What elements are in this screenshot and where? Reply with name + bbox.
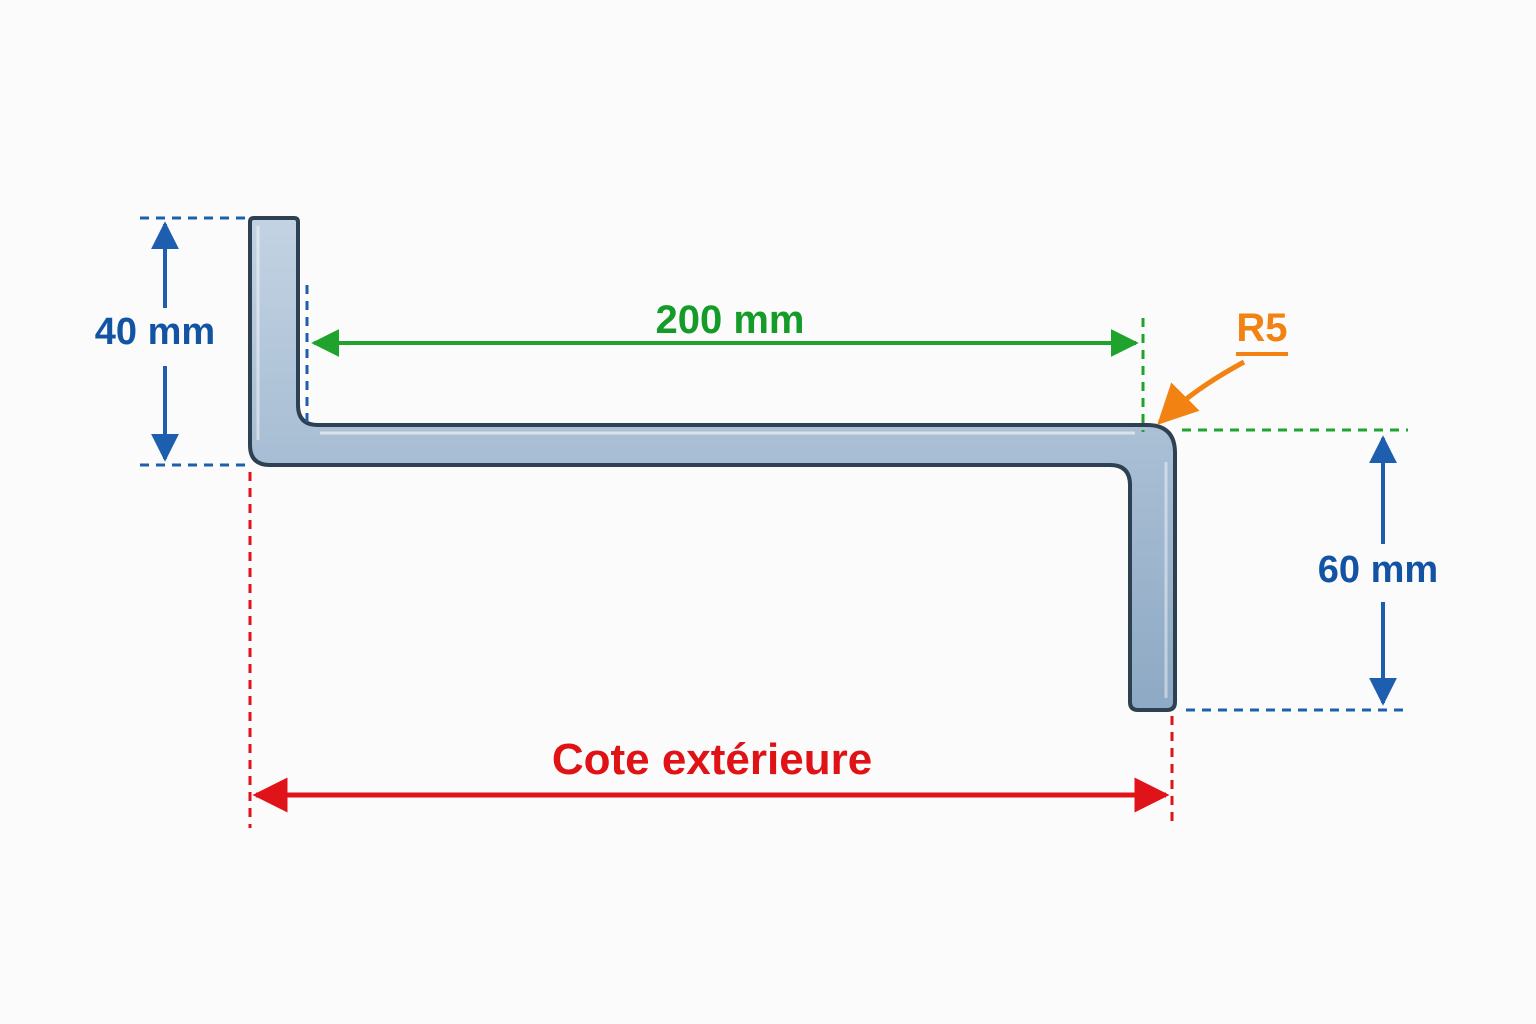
label-200mm: 200 mm [655,298,805,342]
callout-r5 [1157,359,1246,425]
dimension-outer [248,472,1174,828]
label-r5: R5 [1236,306,1288,356]
dimension-200mm [305,285,1145,432]
label-r5-wrap: R5 [1222,306,1302,356]
dimension-40mm [140,216,252,467]
label-cote-exterieure: Cote extérieure [551,735,873,784]
dimension-60mm [1182,428,1408,712]
label-40mm: 40 mm [80,311,230,354]
arrow-r5 [1157,359,1246,425]
bent-metal-profile [248,216,1177,712]
label-60mm: 60 mm [1308,549,1448,592]
